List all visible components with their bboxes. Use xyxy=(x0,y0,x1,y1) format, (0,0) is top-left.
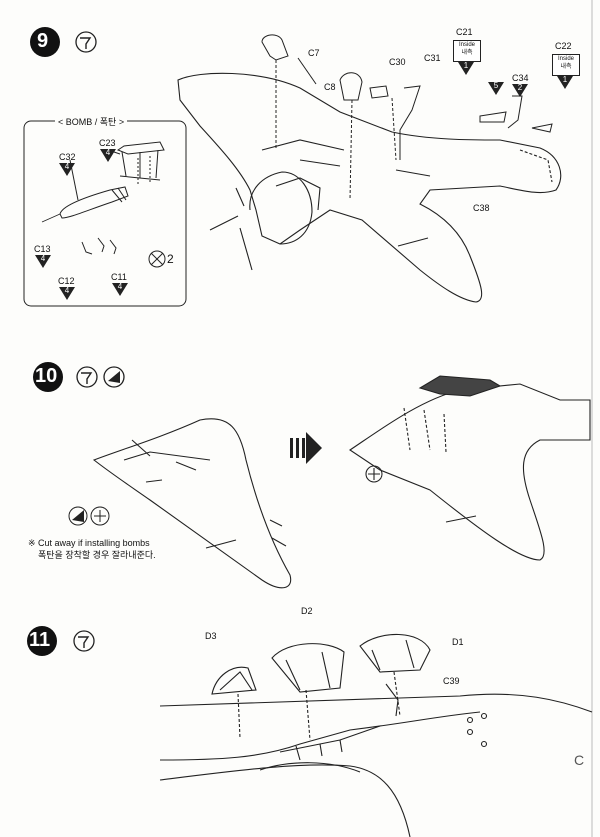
part-label-c8: C8 xyxy=(324,82,336,92)
part-count-marker xyxy=(35,255,51,268)
part-count: 4 xyxy=(105,148,111,157)
wing-after xyxy=(349,375,591,561)
part-label-d2: D2 xyxy=(301,606,313,616)
inside-tag-en: Inside xyxy=(458,42,475,48)
step-number: 9 xyxy=(37,30,49,52)
part-count-marker xyxy=(59,287,75,300)
part-label-c22: C22 xyxy=(555,41,572,51)
step-number: 10 xyxy=(35,365,58,387)
right-arrow xyxy=(290,432,322,464)
part-count: 4 xyxy=(64,286,70,295)
part-label-c32: C32 xyxy=(59,152,76,162)
part-count-marker xyxy=(458,62,474,75)
part-count: 4 xyxy=(64,162,70,171)
inside-tag-en: Inside xyxy=(557,56,574,62)
part-label-c21: C21 xyxy=(456,27,473,37)
part-label-c13: C13 xyxy=(34,244,51,254)
part-count-marker xyxy=(100,149,116,162)
part-label-d1: D1 xyxy=(452,637,464,647)
cut-icons xyxy=(68,506,110,526)
multiply-icon xyxy=(148,250,166,268)
cut-away-note-en: ※ Cut away if installing bombs xyxy=(28,538,150,548)
inside-tag: Inside 내측 xyxy=(453,40,481,62)
cut-away-note: ※ Cut away if installing bombs 폭탄을 장착할 경… xyxy=(28,537,156,561)
inside-tag-ko: 내측 xyxy=(560,64,572,70)
part-count-marker xyxy=(512,84,528,97)
part-label-c23: C23 xyxy=(99,138,116,148)
multiplier-value: 2 xyxy=(167,252,174,266)
inside-tag: Inside 내측 xyxy=(552,54,580,76)
inside-tag-ko: 내측 xyxy=(461,50,473,56)
part-count: 5 xyxy=(493,81,499,90)
part-count: 1 xyxy=(562,75,568,84)
part-label-c39: C39 xyxy=(443,676,460,686)
part-count-marker xyxy=(557,76,573,89)
wing-before xyxy=(92,418,292,589)
part-label-c11: C11 xyxy=(111,272,127,282)
glue-icon xyxy=(80,37,92,49)
parts-step9 xyxy=(261,34,553,247)
part-label-c34: C34 xyxy=(512,73,529,83)
part-count-marker xyxy=(112,283,128,296)
part-label-c38: C38 xyxy=(473,203,490,213)
aircraft-step9 xyxy=(177,72,562,303)
bomb-box-title: < BOMB / 폭탄 > xyxy=(55,115,128,128)
fuselage-step11 xyxy=(159,693,593,837)
fuselage-marking: C xyxy=(574,752,585,768)
part-count-marker xyxy=(488,82,504,95)
part-count-marker xyxy=(59,163,75,176)
canopy-parts xyxy=(211,633,431,741)
part-count: 4 xyxy=(117,282,123,291)
part-count: 4 xyxy=(40,254,46,263)
bomb-drawing xyxy=(41,141,165,255)
part-label-c12: C12 xyxy=(58,276,75,286)
step-9-badge xyxy=(30,27,97,57)
step-number: 11 xyxy=(29,629,51,651)
part-label-c31: C31 xyxy=(424,53,441,63)
part-label-c30: C30 xyxy=(389,57,406,67)
part-label-d3: D3 xyxy=(205,631,217,641)
part-count: 1 xyxy=(463,61,469,70)
part-label-c7: C7 xyxy=(308,48,320,58)
cut-away-note-ko: 폭탄을 장착할 경우 잘라내준다. xyxy=(38,550,156,560)
part-count: 2 xyxy=(517,83,523,92)
step-11-badge xyxy=(27,626,95,656)
step-10-badge xyxy=(33,362,125,392)
